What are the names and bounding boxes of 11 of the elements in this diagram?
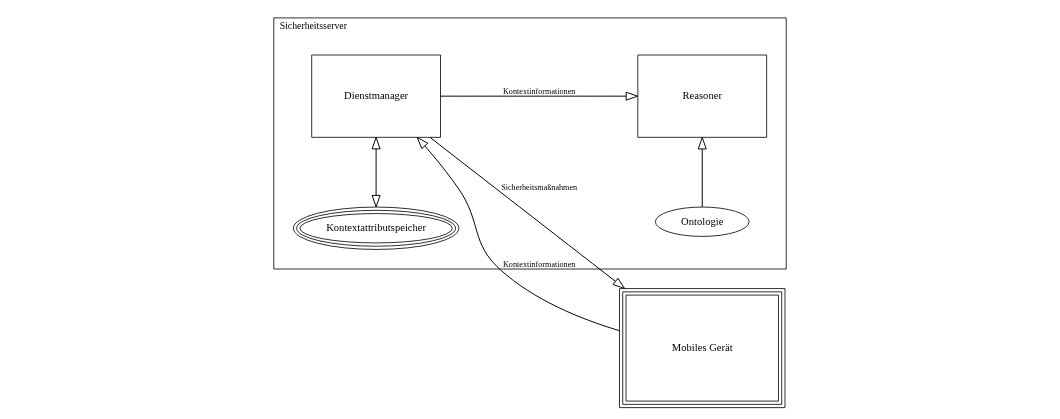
arrow <box>416 136 620 332</box>
node-box: Reasoner <box>637 54 768 138</box>
node-ellipse: Ontologie <box>654 206 750 237</box>
arrow <box>697 137 707 208</box>
edge-label: Kontextinformationen <box>503 260 576 270</box>
edge-label: Sicherheitsmaßnahmen <box>501 182 578 192</box>
arrow <box>440 91 639 101</box>
edge-label: Kontextinformationen <box>503 86 576 96</box>
arrow <box>429 137 625 289</box>
arrow <box>371 136 381 208</box>
node-box: Dienstmanager <box>311 54 441 138</box>
